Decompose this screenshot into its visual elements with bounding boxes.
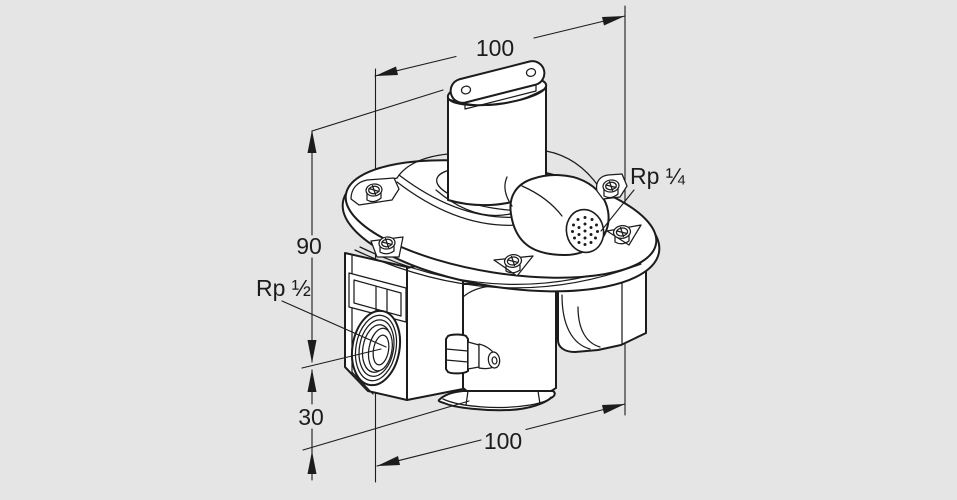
nipple-tip — [487, 351, 501, 369]
breather-boss — [504, 174, 610, 256]
reference-line-body-bottom — [302, 400, 470, 451]
breather-perforations — [571, 216, 599, 246]
leader-line-inlet — [281, 300, 387, 348]
breather-port-label: Rp ¼ — [630, 163, 686, 189]
dimension-height-30: 30 — [298, 348, 470, 481]
arrowhead — [377, 456, 400, 466]
dim-top-width-label: 100 — [476, 35, 514, 61]
flange-screw-right — [606, 224, 642, 246]
bracket-hole — [460, 85, 472, 95]
test-nipple — [445, 333, 501, 375]
thread-line — [354, 314, 398, 382]
dimension-height-90: 90 — [296, 89, 444, 363]
dimension-annotations: 100 90 30 100 Rp ½ — [256, 15, 686, 481]
dimension-bottom-width: 100 — [376, 403, 626, 467]
bottom-hex-cap — [437, 390, 556, 412]
leader-line-breather — [600, 189, 635, 232]
inlet-port-label: Rp ½ — [256, 275, 311, 301]
regulator-body — [341, 60, 661, 412]
reference-line-pipe-axis — [301, 348, 382, 369]
flange-screw-left — [370, 236, 404, 258]
arrowhead — [307, 369, 317, 392]
arrowhead — [307, 340, 317, 363]
inlet-port — [350, 309, 402, 387]
thread-line — [358, 319, 395, 377]
flange-screw-right-top — [595, 173, 628, 200]
dim-height-30-label: 30 — [298, 404, 324, 430]
body-chamber — [462, 283, 557, 399]
flange-screw-front — [493, 254, 534, 277]
arrowhead — [602, 16, 625, 26]
inlet-port-callout: Rp ½ — [256, 275, 387, 348]
arrowhead — [307, 451, 317, 474]
cap-bracket — [449, 60, 546, 110]
breather-port-callout: Rp ¼ — [600, 163, 686, 232]
arrowhead — [307, 130, 317, 153]
flange-screw-left-top — [350, 177, 400, 206]
bracket-hole — [525, 68, 537, 77]
arrowhead — [375, 66, 398, 76]
reference-line-cap-top — [311, 89, 444, 132]
arrowhead — [602, 404, 625, 414]
dim-bottom-width-label: 100 — [484, 428, 522, 454]
dimension-top-width: 100 — [374, 15, 626, 77]
inlet-block-recess — [348, 272, 407, 323]
dim-height-90-label: 90 — [296, 233, 322, 259]
